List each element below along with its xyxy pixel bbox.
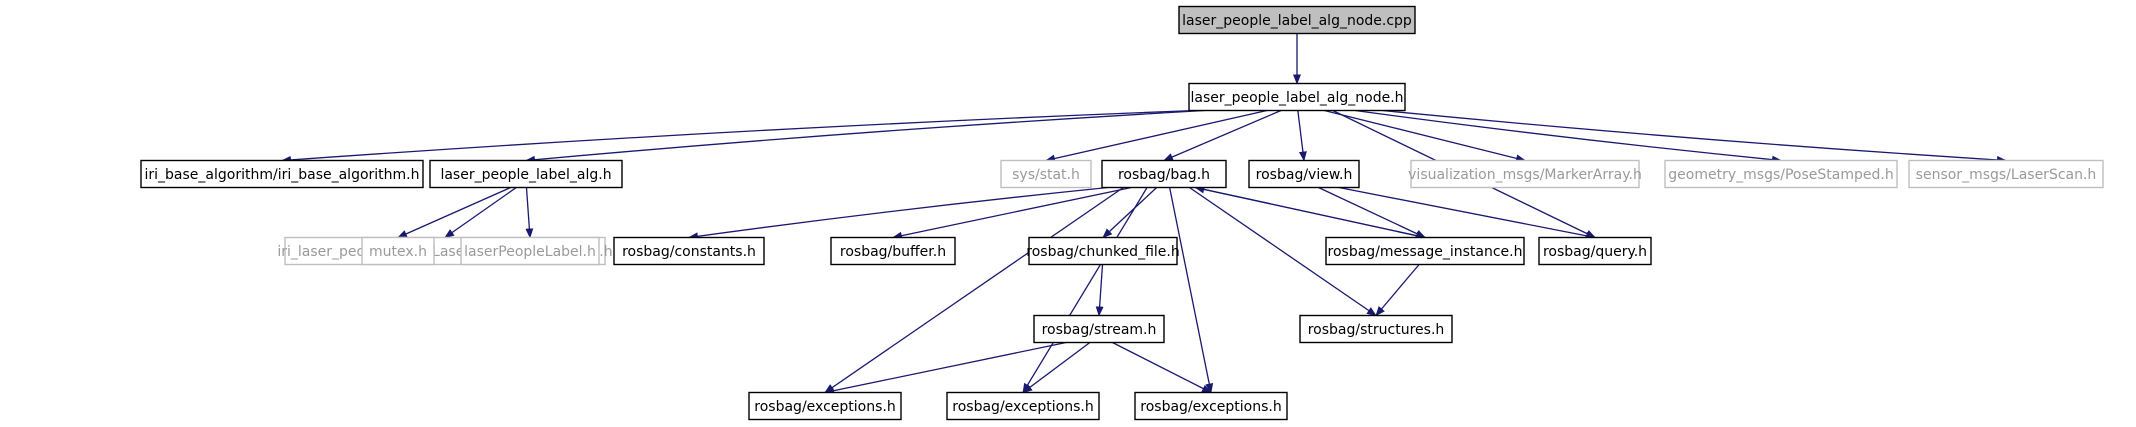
node-n0[interactable]: laser_people_label_alg_node.cpp bbox=[1178, 5, 1416, 35]
edge-n6-to-n16 bbox=[1318, 186, 1426, 239]
node-n17[interactable]: rosbag/query.h bbox=[1538, 236, 1652, 266]
node-box-n21 bbox=[946, 391, 1100, 421]
edge-n5-to-n13 bbox=[688, 186, 1109, 241]
node-label-n20: rosbag/exceptions.h bbox=[754, 399, 895, 415]
node-box-n20 bbox=[748, 391, 902, 421]
node-box-n17 bbox=[1538, 236, 1652, 266]
node-box-n1 bbox=[1188, 82, 1406, 112]
edge-n1-to-n6 bbox=[1297, 110, 1307, 162]
edge-n1-to-n8 bbox=[1354, 109, 1782, 164]
node-box-n0 bbox=[1178, 5, 1416, 35]
node-box-n6 bbox=[1248, 159, 1360, 189]
edge-n3-to-n12 bbox=[525, 187, 534, 239]
node-n21[interactable]: rosbag/exceptions.h bbox=[946, 391, 1100, 421]
node-box-n11 bbox=[361, 236, 435, 266]
edge-n18-to-n22 bbox=[1112, 341, 1212, 394]
node-box-n15 bbox=[1028, 236, 1178, 266]
edges bbox=[281, 33, 2007, 395]
node-n2[interactable]: iri_base_algorithm/iri_base_algorithm.h bbox=[140, 159, 424, 189]
node-n20[interactable]: rosbag/exceptions.h bbox=[748, 391, 902, 421]
node-label-n2: iri_base_algorithm/iri_base_algorithm.h bbox=[145, 167, 420, 183]
edge-n1-to-n7 bbox=[1324, 109, 1526, 163]
node-box-n3 bbox=[429, 159, 623, 189]
node-label-n3: laser_people_label_alg.h bbox=[440, 167, 611, 183]
node-n16[interactable]: rosbag/message_instance.h bbox=[1325, 236, 1525, 266]
node-box-n22 bbox=[1134, 391, 1288, 421]
edge-n5-to-n15 bbox=[1102, 187, 1158, 239]
edge-n3-to-n11 bbox=[397, 186, 511, 239]
node-label-n11: mutex.h bbox=[369, 244, 427, 260]
edge-n5-to-n22 bbox=[1169, 187, 1214, 394]
node-n1[interactable]: laser_people_label_alg_node.h bbox=[1188, 82, 1406, 112]
node-n3[interactable]: laser_people_label_alg.h bbox=[429, 159, 623, 189]
node-n11: mutex.h bbox=[361, 236, 435, 266]
edge-n3-to-n10 bbox=[444, 186, 517, 239]
node-box-n13 bbox=[613, 236, 765, 266]
node-box-n16 bbox=[1325, 236, 1525, 266]
node-label-n12: laserPeopleLabel.h bbox=[464, 244, 596, 260]
edge-n1-to-n5 bbox=[1163, 109, 1282, 162]
edge-n1-to-n4 bbox=[1045, 109, 1268, 163]
node-label-n19: rosbag/structures.h bbox=[1308, 322, 1445, 338]
node-label-n17: rosbag/query.h bbox=[1543, 244, 1647, 260]
node-label-n13: rosbag/constants.h bbox=[622, 244, 756, 260]
edge-n18-to-n20 bbox=[824, 341, 1067, 395]
node-n18[interactable]: rosbag/stream.h bbox=[1033, 314, 1165, 344]
edge-n1-to-n2 bbox=[281, 109, 1196, 164]
edge-n5-to-n14 bbox=[892, 186, 1132, 240]
node-n14[interactable]: rosbag/buffer.h bbox=[830, 236, 956, 266]
edge-n16-to-n19 bbox=[1375, 264, 1420, 317]
node-label-n15: rosbag/chunked_file.h bbox=[1026, 244, 1179, 260]
node-box-n9 bbox=[1908, 159, 2104, 189]
edge-n5-to-n20 bbox=[824, 186, 1124, 394]
node-box-n18 bbox=[1033, 314, 1165, 344]
edge-n15-to-n18 bbox=[1095, 264, 1104, 317]
node-box-n12 bbox=[460, 236, 600, 266]
node-n8: geometry_msgs/PoseStamped.h bbox=[1664, 159, 1898, 189]
node-n7: visualization_msgs/MarkerArray.h bbox=[1408, 159, 1642, 189]
node-box-n14 bbox=[830, 236, 956, 266]
node-box-n7 bbox=[1410, 159, 1640, 189]
node-label-n1: laser_people_label_alg_node.h bbox=[1190, 90, 1403, 106]
edge-n16-to-n5 bbox=[1194, 185, 1426, 239]
edge-n1-to-n9 bbox=[1382, 109, 2007, 164]
node-box-n8 bbox=[1664, 159, 1898, 189]
node-box-n19 bbox=[1299, 314, 1453, 344]
node-label-n22: rosbag/exceptions.h bbox=[1140, 399, 1281, 415]
node-label-n14: rosbag/buffer.h bbox=[840, 244, 946, 260]
node-label-n8: geometry_msgs/PoseStamped.h bbox=[1668, 167, 1893, 183]
edge-n1-to-n3 bbox=[525, 109, 1205, 164]
node-label-n6: rosbag/view.h bbox=[1256, 167, 1353, 183]
node-n4: sys/stat.h bbox=[1000, 159, 1092, 189]
node-n15[interactable]: rosbag/chunked_file.h bbox=[1026, 236, 1180, 266]
node-box-n5 bbox=[1101, 159, 1227, 189]
node-n6[interactable]: rosbag/view.h bbox=[1248, 159, 1360, 189]
edge-n5-to-n21 bbox=[1022, 187, 1148, 394]
node-n19[interactable]: rosbag/structures.h bbox=[1299, 314, 1453, 344]
edge-n6-to-n17 bbox=[1338, 186, 1596, 240]
node-n22[interactable]: rosbag/exceptions.h bbox=[1134, 391, 1288, 421]
node-label-n9: sensor_msgs/LaserScan.h bbox=[1916, 167, 2097, 183]
node-n9: sensor_msgs/LaserScan.h bbox=[1908, 159, 2104, 189]
node-n12: laserPeopleLabel.h bbox=[460, 236, 600, 266]
nodes: laser_people_label_alg_node.cpp laser_peo… bbox=[140, 5, 2104, 421]
node-n5[interactable]: rosbag/bag.h bbox=[1101, 159, 1227, 189]
node-box-n2 bbox=[140, 159, 424, 189]
node-label-n7: visualization_msgs/MarkerArray.h bbox=[1408, 167, 1642, 183]
node-box-n4 bbox=[1000, 159, 1092, 189]
node-label-n18: rosbag/stream.h bbox=[1042, 322, 1157, 338]
node-n13[interactable]: rosbag/constants.h bbox=[613, 236, 765, 266]
node-label-n21: rosbag/exceptions.h bbox=[952, 399, 1093, 415]
edge-n18-to-n21 bbox=[1022, 341, 1091, 394]
node-label-n5: rosbag/bag.h bbox=[1118, 167, 1210, 183]
edge-n5-to-n19 bbox=[1189, 186, 1377, 317]
node-label-n16: rosbag/message_instance.h bbox=[1328, 244, 1523, 260]
node-label-n4: sys/stat.h bbox=[1012, 167, 1080, 183]
node-label-n0: laser_people_label_alg_node.cpp bbox=[1182, 13, 1412, 29]
